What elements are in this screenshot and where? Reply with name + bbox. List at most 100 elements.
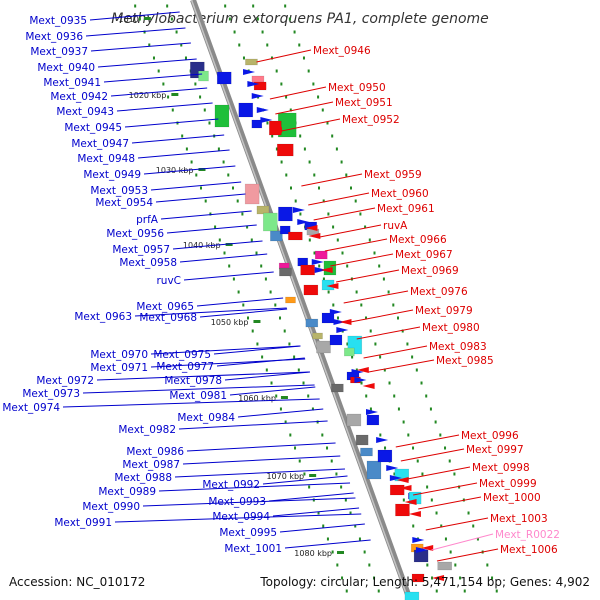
rail-dot bbox=[260, 264, 263, 268]
leader-line bbox=[284, 539, 371, 549]
leader-line bbox=[413, 482, 478, 496]
rail-dot bbox=[341, 251, 344, 255]
leader-line bbox=[262, 475, 348, 485]
leader-line bbox=[343, 290, 409, 304]
gene-label: Mext_0988 bbox=[114, 472, 172, 484]
rail-dot bbox=[495, 589, 498, 593]
rail-dot bbox=[463, 589, 466, 593]
rail-dot bbox=[321, 433, 324, 437]
gene-label: Mext_0947 bbox=[71, 138, 129, 150]
rail-dot bbox=[166, 4, 169, 8]
tick-label: 1050 kbp bbox=[211, 318, 249, 327]
rail-dot bbox=[365, 394, 368, 398]
tick-mark bbox=[143, 17, 151, 20]
rail-dot bbox=[289, 433, 292, 437]
forward-arrow bbox=[251, 93, 264, 99]
rail-dot bbox=[467, 511, 470, 515]
forward-arrow bbox=[386, 465, 399, 471]
rail-dot bbox=[426, 563, 429, 567]
forward-arrow bbox=[329, 309, 342, 315]
leader-line bbox=[336, 269, 400, 283]
rail-dot bbox=[256, 17, 259, 21]
leader-line bbox=[275, 101, 334, 115]
gene-box bbox=[437, 561, 453, 571]
rail-dot bbox=[393, 472, 396, 476]
rail-dot bbox=[227, 173, 230, 177]
gene-label: Mext_0952 bbox=[342, 114, 400, 126]
reverse-arrow bbox=[277, 147, 290, 153]
leader-line bbox=[395, 434, 460, 448]
rail-dot bbox=[266, 121, 269, 125]
gene-label: Mext_0974 bbox=[2, 402, 60, 414]
rail-dot bbox=[313, 173, 316, 177]
rail-dot bbox=[223, 251, 226, 255]
rail-dot bbox=[426, 485, 429, 489]
rail-dot bbox=[491, 576, 494, 580]
rail-dot bbox=[167, 95, 170, 99]
rail-dot bbox=[299, 134, 302, 138]
gene-box bbox=[285, 296, 296, 304]
rail-dot bbox=[285, 173, 288, 177]
leader-line bbox=[301, 173, 363, 187]
tick-label: 1040 kbp bbox=[183, 241, 221, 250]
rail-dot bbox=[359, 212, 362, 216]
rail-dot bbox=[299, 212, 302, 216]
gene-box bbox=[346, 413, 362, 427]
leader-line bbox=[425, 517, 489, 531]
rail-dot bbox=[203, 108, 206, 112]
gene-box bbox=[389, 484, 405, 496]
rail-dot bbox=[368, 563, 371, 567]
rail-dot bbox=[231, 186, 234, 190]
forward-arrow bbox=[389, 475, 402, 481]
gene-label: Mext_0997 bbox=[466, 444, 524, 456]
rail-dot bbox=[360, 303, 363, 307]
rail-dot bbox=[283, 329, 286, 333]
rail-dot bbox=[265, 368, 268, 372]
rail-dot bbox=[355, 290, 358, 294]
rail-dot bbox=[288, 342, 291, 346]
rail-dot bbox=[326, 537, 329, 541]
rail-dot bbox=[420, 381, 423, 385]
forward-arrow bbox=[247, 81, 260, 87]
gene-label: Mext_0986 bbox=[126, 446, 184, 458]
leader-line bbox=[237, 408, 324, 418]
rail-dot bbox=[486, 563, 489, 567]
gene-label: Mext_0957 bbox=[112, 244, 170, 256]
rail-dot bbox=[332, 225, 335, 229]
gene-label: Mext_1001 bbox=[224, 543, 282, 555]
leader-line bbox=[62, 398, 320, 408]
leader-line bbox=[407, 466, 471, 480]
leader-line bbox=[179, 253, 268, 263]
rail-dot bbox=[318, 264, 321, 268]
rail-dot bbox=[269, 290, 272, 294]
rail-dot bbox=[236, 199, 239, 203]
rail-dot bbox=[138, 17, 141, 21]
gene-label: Mext_0950 bbox=[328, 82, 386, 94]
leader-line bbox=[224, 371, 310, 381]
gene-label: Mext_0961 bbox=[377, 203, 435, 215]
rail-dot bbox=[199, 95, 202, 99]
gene-label: Mext_0973 bbox=[22, 388, 80, 400]
leader-line bbox=[199, 308, 288, 318]
gene-label: Mext_0941 bbox=[43, 77, 101, 89]
rail-dot bbox=[180, 43, 183, 47]
rail-dot bbox=[289, 186, 292, 190]
rail-dot bbox=[284, 4, 287, 8]
rail-dot bbox=[261, 355, 264, 359]
gene-box bbox=[216, 71, 232, 85]
rail-dot bbox=[246, 225, 249, 229]
rail-dot bbox=[279, 316, 282, 320]
leader-line bbox=[268, 492, 354, 502]
rail-dot bbox=[184, 56, 187, 60]
gene-box bbox=[278, 206, 293, 222]
leader-line bbox=[142, 497, 356, 507]
leader-line bbox=[279, 523, 365, 533]
rail-dot bbox=[421, 472, 424, 476]
rail-dot bbox=[449, 550, 452, 554]
leader-line bbox=[269, 86, 327, 100]
gene-box bbox=[214, 104, 230, 128]
leader-line bbox=[131, 134, 225, 144]
rail-dot bbox=[289, 108, 292, 112]
rail-dot bbox=[346, 342, 349, 346]
leader-line bbox=[155, 193, 246, 203]
